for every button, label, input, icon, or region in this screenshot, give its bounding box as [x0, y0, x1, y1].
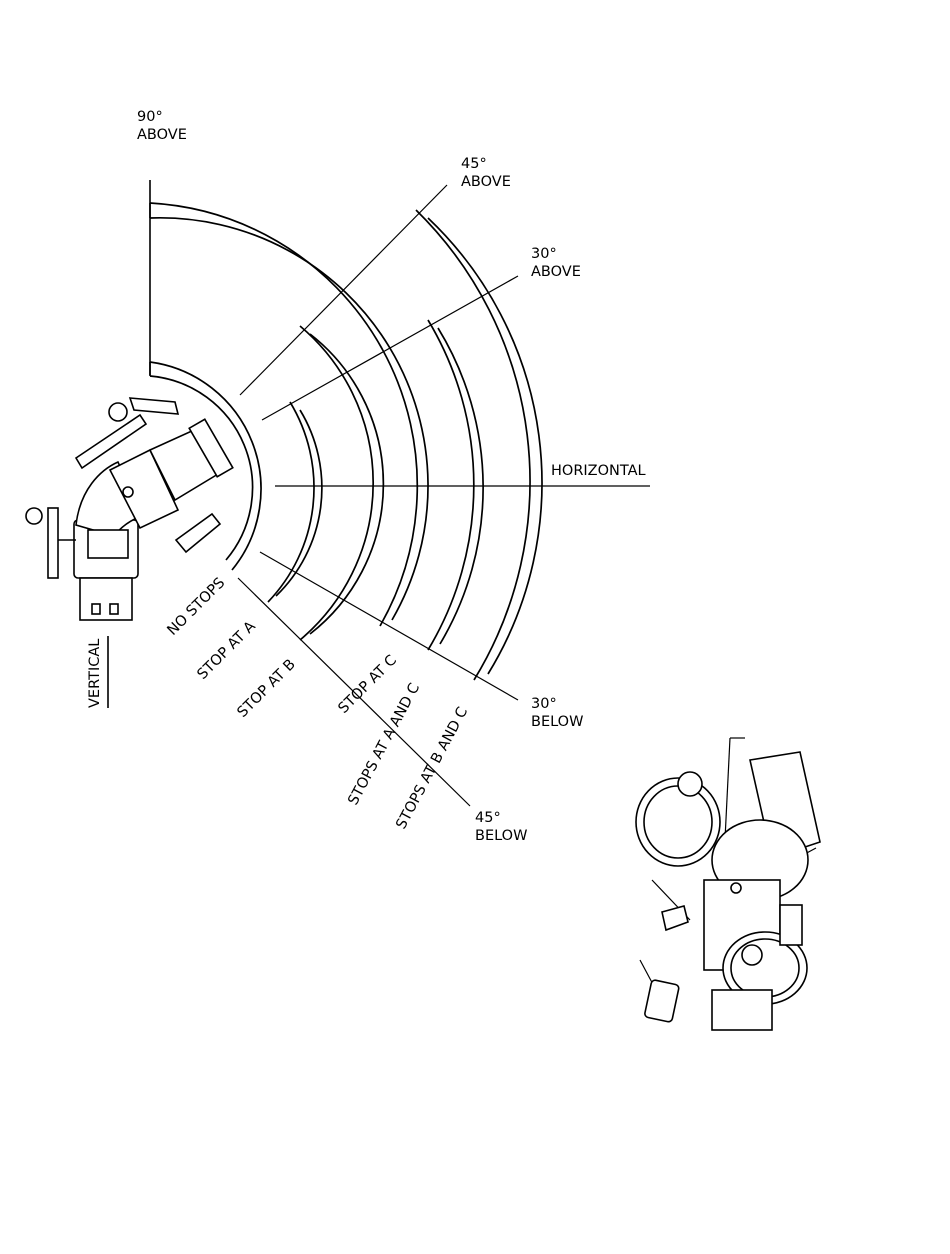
label-45-above: ABOVE [461, 174, 511, 190]
range-labels: NO STOPS STOP AT A STOP AT B STOP AT C S… [165, 575, 472, 832]
label-vertical: VERTICAL [87, 639, 103, 708]
arc-stop-at-a-inner [276, 410, 322, 596]
arc-stop-at-a [268, 402, 314, 602]
label-stop-at-b: STOP AT B [235, 656, 299, 720]
label-45-deg: 45° [461, 156, 487, 172]
exploded-view-illustration [636, 738, 820, 1030]
label-stops-b-and-c: STOPS AT B AND C [393, 705, 471, 832]
label-stop-at-c: STOP AT C [336, 652, 401, 717]
label-30-deg: 30° [531, 246, 557, 262]
arc-stop-at-b [300, 326, 373, 640]
label-90-above: ABOVE [137, 127, 187, 143]
label-30-below-deg: 30° [531, 696, 557, 712]
arc-stops-a-and-c [428, 320, 474, 650]
monitor-device-illustration [26, 398, 233, 620]
arc-stops-b-and-c [416, 210, 530, 680]
arc-stop-at-c-inner [150, 218, 428, 620]
arc-stops-b-and-c-inner [428, 218, 542, 674]
line-30-below [260, 552, 518, 700]
label-horizontal: HORIZONTAL [551, 463, 646, 479]
arc-stop-at-c [150, 203, 417, 626]
label-30-above: ABOVE [531, 264, 581, 280]
label-90-deg: 90° [137, 109, 163, 125]
label-45-below: BELOW [475, 828, 527, 844]
label-no-stops: NO STOPS [165, 575, 229, 639]
label-45-below-deg: 45° [475, 810, 501, 826]
label-30-below: BELOW [531, 714, 583, 730]
label-stop-at-a: STOP AT A [195, 618, 259, 682]
